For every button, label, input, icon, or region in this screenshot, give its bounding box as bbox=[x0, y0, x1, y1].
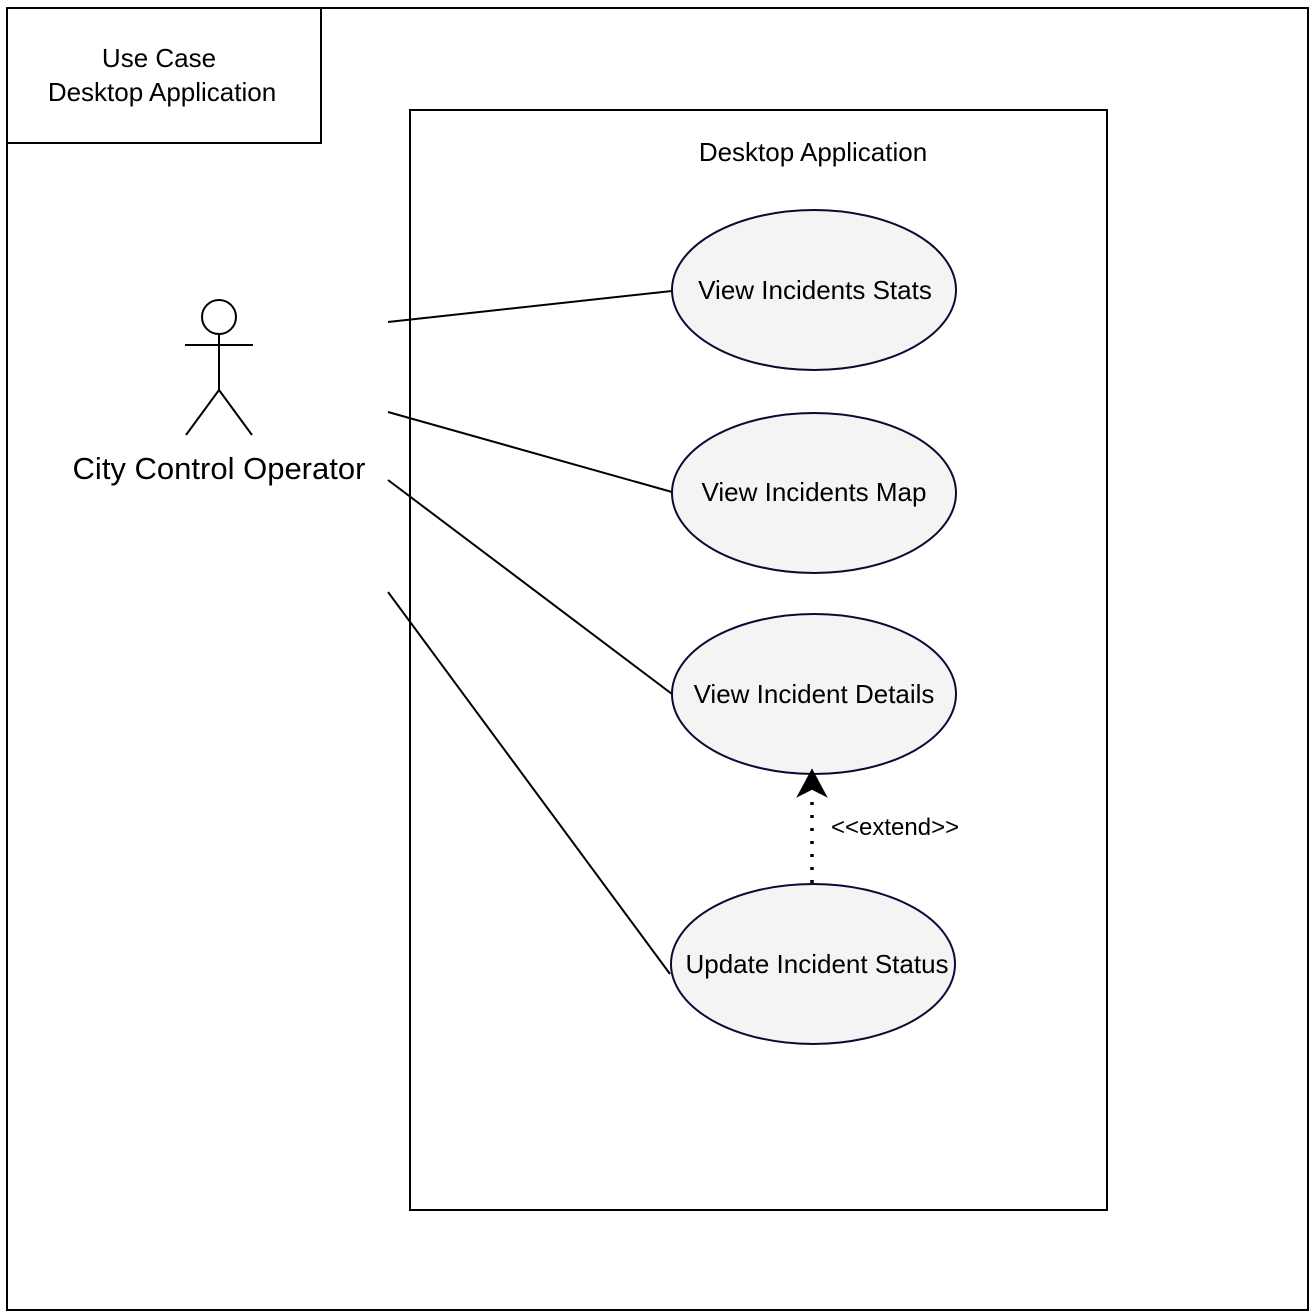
use-case-label: View Incidents Map bbox=[702, 477, 927, 507]
system-boundary-title: Desktop Application bbox=[699, 137, 927, 167]
frame-title-line-1: Use Case bbox=[102, 43, 216, 73]
actor-left-leg bbox=[185, 389, 220, 436]
association-update bbox=[387, 591, 671, 975]
extend-label: <<extend>> bbox=[831, 814, 959, 841]
association-details bbox=[387, 479, 673, 695]
association-map bbox=[387, 411, 673, 493]
actor-label: City Control Operator bbox=[73, 451, 366, 486]
use-case-label: Update Incident Status bbox=[685, 949, 948, 979]
use-case-ellipse bbox=[671, 209, 957, 371]
frame-title-box bbox=[6, 7, 322, 144]
use-case-label: View Incident Details bbox=[694, 679, 935, 709]
use-case-view-incident-details: View Incident Details bbox=[671, 613, 957, 775]
use-case-label: View Incidents Stats bbox=[698, 275, 932, 305]
use-case-ellipse bbox=[670, 883, 956, 1045]
extend-arrowhead bbox=[796, 768, 828, 798]
use-case-view-incidents-stats: View Incidents Stats bbox=[671, 209, 957, 371]
actor-right-leg bbox=[218, 389, 253, 436]
association-stats bbox=[387, 290, 673, 323]
actor-head bbox=[201, 299, 237, 335]
actor-city-control-operator bbox=[185, 299, 253, 436]
use-case-update-incident-status: Update Incident Status bbox=[670, 883, 956, 1045]
frame-title-line-2: Desktop Application bbox=[48, 77, 276, 107]
use-case-view-incidents-map: View Incidents Map bbox=[671, 412, 957, 574]
use-case-ellipse bbox=[671, 412, 957, 574]
